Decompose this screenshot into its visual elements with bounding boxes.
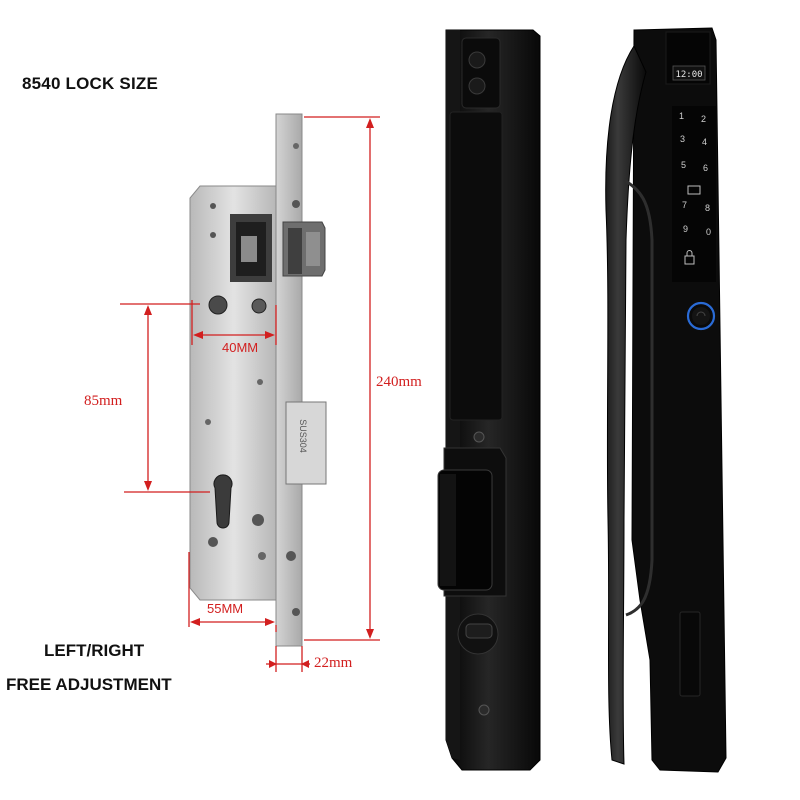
keypad: 1 2 3 4 5 6 7 8 9 0: [675, 110, 715, 260]
faceplate-width-label: 22mm: [314, 655, 353, 671]
case-width-label: 55MM: [207, 601, 244, 616]
key-5[interactable]: 5: [681, 160, 687, 170]
dimension-arrowheads: [144, 118, 374, 668]
key-6[interactable]: 6: [703, 163, 709, 173]
adjustment-note-line1: LEFT/RIGHT: [44, 641, 145, 660]
page-title: 8540 LOCK SIZE: [22, 74, 159, 93]
key-9[interactable]: 9: [683, 224, 689, 234]
key-2[interactable]: 2: [701, 114, 707, 124]
key-7[interactable]: 7: [682, 200, 688, 210]
sus304-stamp: SUS304: [298, 419, 308, 453]
fingerprint-sensor-icon[interactable]: [686, 301, 716, 331]
backset-dimension-label: 40MM: [222, 340, 259, 355]
mortise-lock-body: SUS304: [189, 113, 327, 647]
padlock-icon: [684, 250, 695, 265]
center-distance-label: 85mm: [84, 393, 123, 409]
rear-panel: [437, 29, 541, 771]
adjustment-note-line2: FREE ADJUSTMENT: [6, 675, 172, 694]
key-8[interactable]: 8: [705, 203, 711, 213]
card-icon: [687, 185, 701, 195]
key-0[interactable]: 0: [706, 227, 712, 237]
key-3[interactable]: 3: [680, 134, 686, 144]
key-4[interactable]: 4: [702, 137, 708, 147]
time-display: 12:00: [675, 70, 702, 80]
key-1[interactable]: 1: [679, 111, 685, 121]
front-panel: 12:00: [605, 27, 727, 773]
total-height-label: 240mm: [376, 374, 422, 390]
